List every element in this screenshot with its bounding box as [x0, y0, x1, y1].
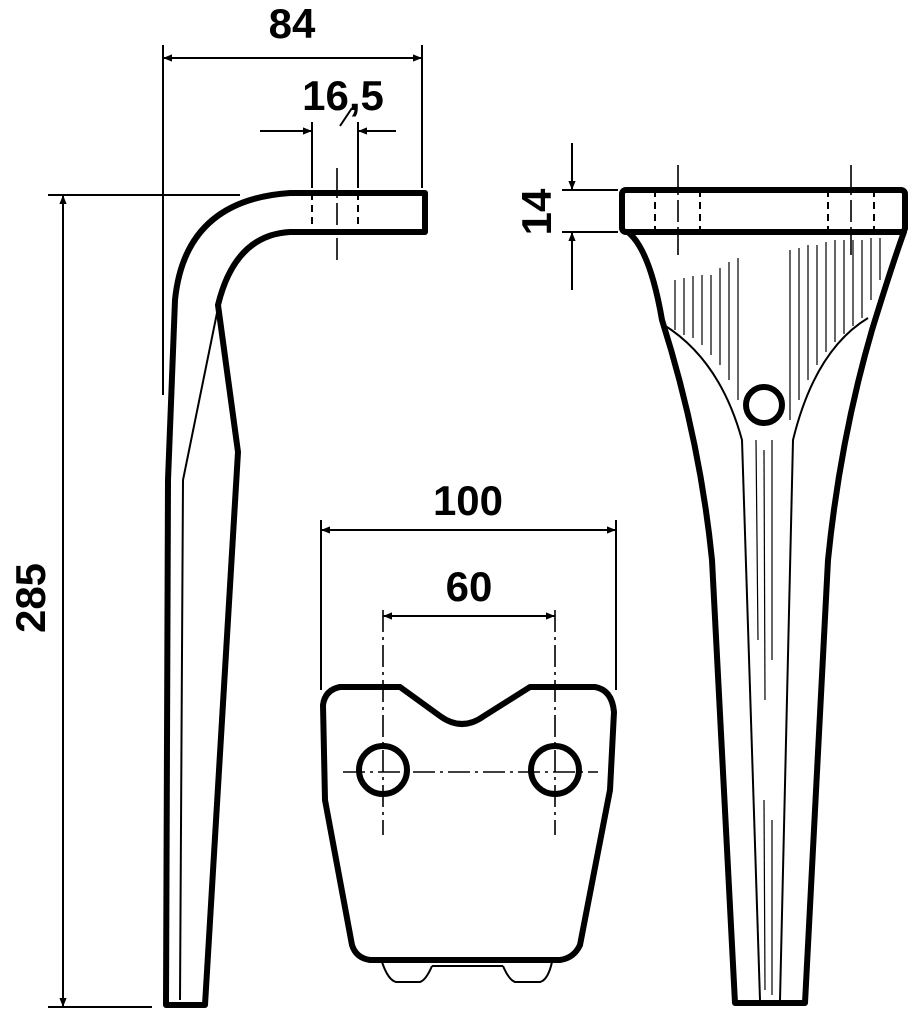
- dimension-60: 60: [383, 563, 555, 620]
- dimension-16-5: 16,5: [260, 72, 396, 188]
- front-view: [320, 610, 617, 983]
- front-view-lower-edge: [381, 961, 553, 983]
- side-view: [163, 168, 428, 1008]
- dimension-84-label: 84: [269, 0, 316, 47]
- rear-view-hole: [743, 384, 785, 426]
- dimension-100-label: 100: [433, 477, 503, 524]
- rear-view-inner-rib-left: [663, 324, 761, 1001]
- dimension-14: 14: [513, 143, 618, 290]
- dimension-16-5-label: 16,5: [302, 72, 384, 119]
- dimension-14-label: 14: [513, 188, 560, 235]
- dimension-285: 285: [7, 194, 240, 1008]
- rear-view-hatching: [674, 238, 881, 995]
- rear-view-shank-outline: [625, 229, 907, 1006]
- rear-view-inner-rib-right: [779, 317, 869, 1001]
- dimension-60-label: 60: [446, 563, 493, 610]
- dimension-100: 100: [320, 477, 617, 690]
- dimension-285-label: 285: [7, 563, 54, 633]
- rear-view: [619, 165, 908, 1006]
- side-view-outline: [163, 190, 428, 1008]
- front-view-outline: [320, 684, 617, 963]
- rear-view-flange: [619, 187, 908, 235]
- side-view-bevel: [179, 307, 219, 1001]
- dimension-84: 84: [162, 0, 423, 395]
